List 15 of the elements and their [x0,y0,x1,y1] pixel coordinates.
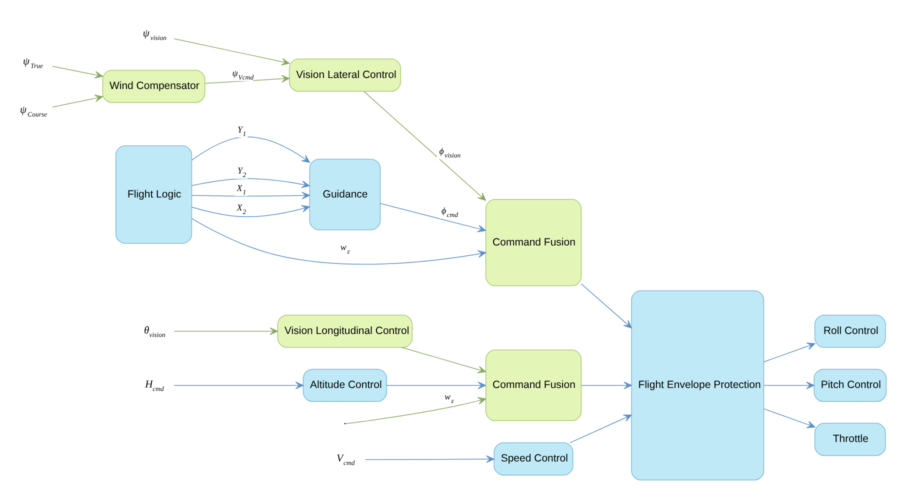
edge-label: w$_{ε}$ [444,392,454,406]
edge-label: ϕ$_{cmd}$ [441,205,458,219]
node-text: H$_{cmd}$ [145,379,164,393]
edge-label: Y$_{1}$ [238,124,246,138]
edge-label: X$_{2}$ [236,202,246,216]
node-text: ψ$_{vision}$ [142,28,167,42]
node-text: V$_{cmd}$ [336,454,355,468]
edge-label: w$_{ε}$ [340,242,350,256]
edge-label: Y$_{2}$ [238,166,246,180]
node-text: ψ$_{True}$ [23,56,43,70]
node-text: θ$_{vision}$ [144,325,166,339]
edge-label: X$_{1}$ [236,182,246,196]
node-text: ψ$_{Course}$ [20,105,48,119]
edge-label: ψ$_{Vcmd}$ [232,68,254,82]
edge-label: ϕ$_{vision}$ [439,146,461,160]
